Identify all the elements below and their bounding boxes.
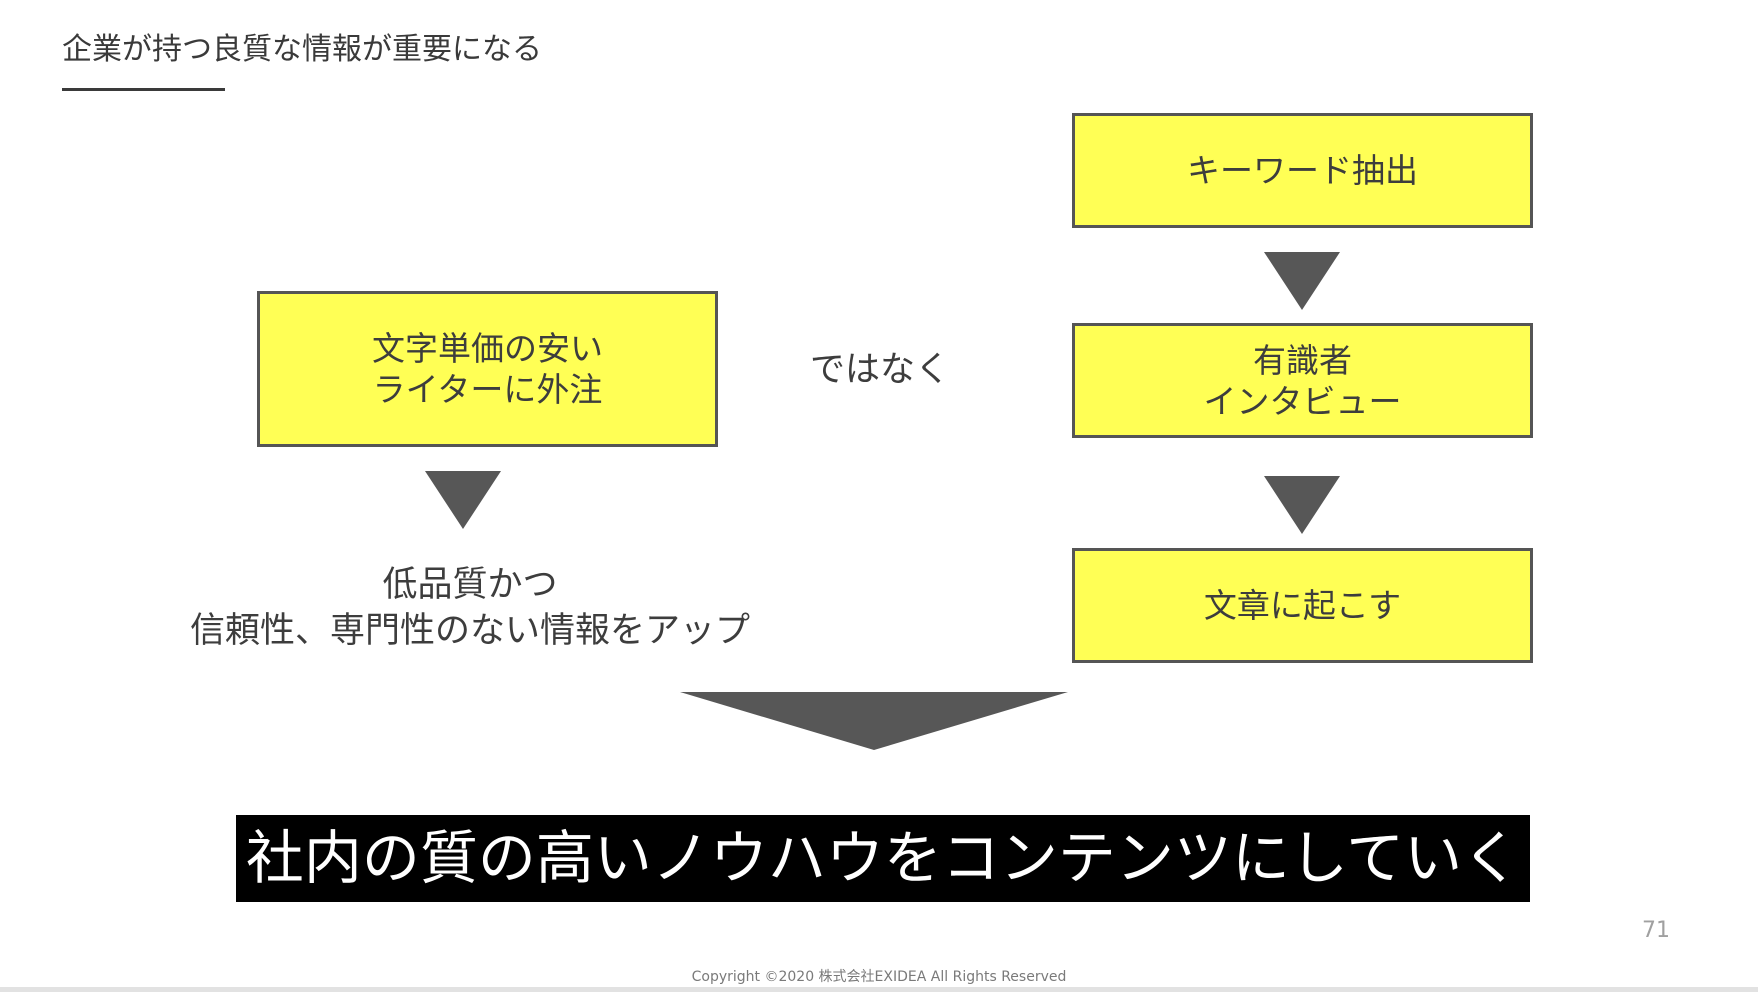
right-box-write-label: 文章に起こす [1203, 586, 1402, 625]
page-number: 71 [1642, 918, 1670, 943]
left-box-outsource: 文字単価の安い ライターに外注 [257, 291, 718, 447]
right-down-arrow-2-icon [1264, 476, 1340, 534]
right-box-interview-line-2: インタビュー [1203, 381, 1402, 421]
right-box-interview-line-1: 有識者 [1253, 340, 1352, 380]
copyright-text: Copyright ©2020 株式会社EXIDEA All Rights Re… [691, 969, 1067, 985]
left-result-text: 低品質かつ 信頼性、専門性のない情報をアップ [140, 562, 800, 654]
title-underline [62, 88, 225, 91]
right-box-write: 文章に起こす [1072, 548, 1533, 663]
slide-title: 企業が持つ良質な情報が重要になる [62, 32, 542, 67]
left-box-line-1: 文字単価の安い [372, 329, 603, 368]
right-box-keyword: キーワード抽出 [1072, 113, 1533, 228]
right-down-arrow-1-icon [1264, 252, 1340, 310]
left-down-arrow-icon [425, 471, 501, 529]
right-box-keyword-label: キーワード抽出 [1187, 151, 1418, 190]
left-box-line-2: ライターに外注 [372, 370, 603, 409]
footer-divider [0, 987, 1758, 992]
left-result-line-2: 信頼性、専門性のない情報をアップ [189, 611, 750, 651]
left-result-line-1: 低品質かつ [382, 565, 558, 605]
connector-text: ではなく [809, 350, 950, 390]
right-box-interview: 有識者 インタビュー [1072, 323, 1533, 438]
merge-down-arrow-icon [680, 692, 1068, 750]
conclusion-banner: 社内の質の高いノウハウをコンテンツにしていく [236, 815, 1530, 902]
